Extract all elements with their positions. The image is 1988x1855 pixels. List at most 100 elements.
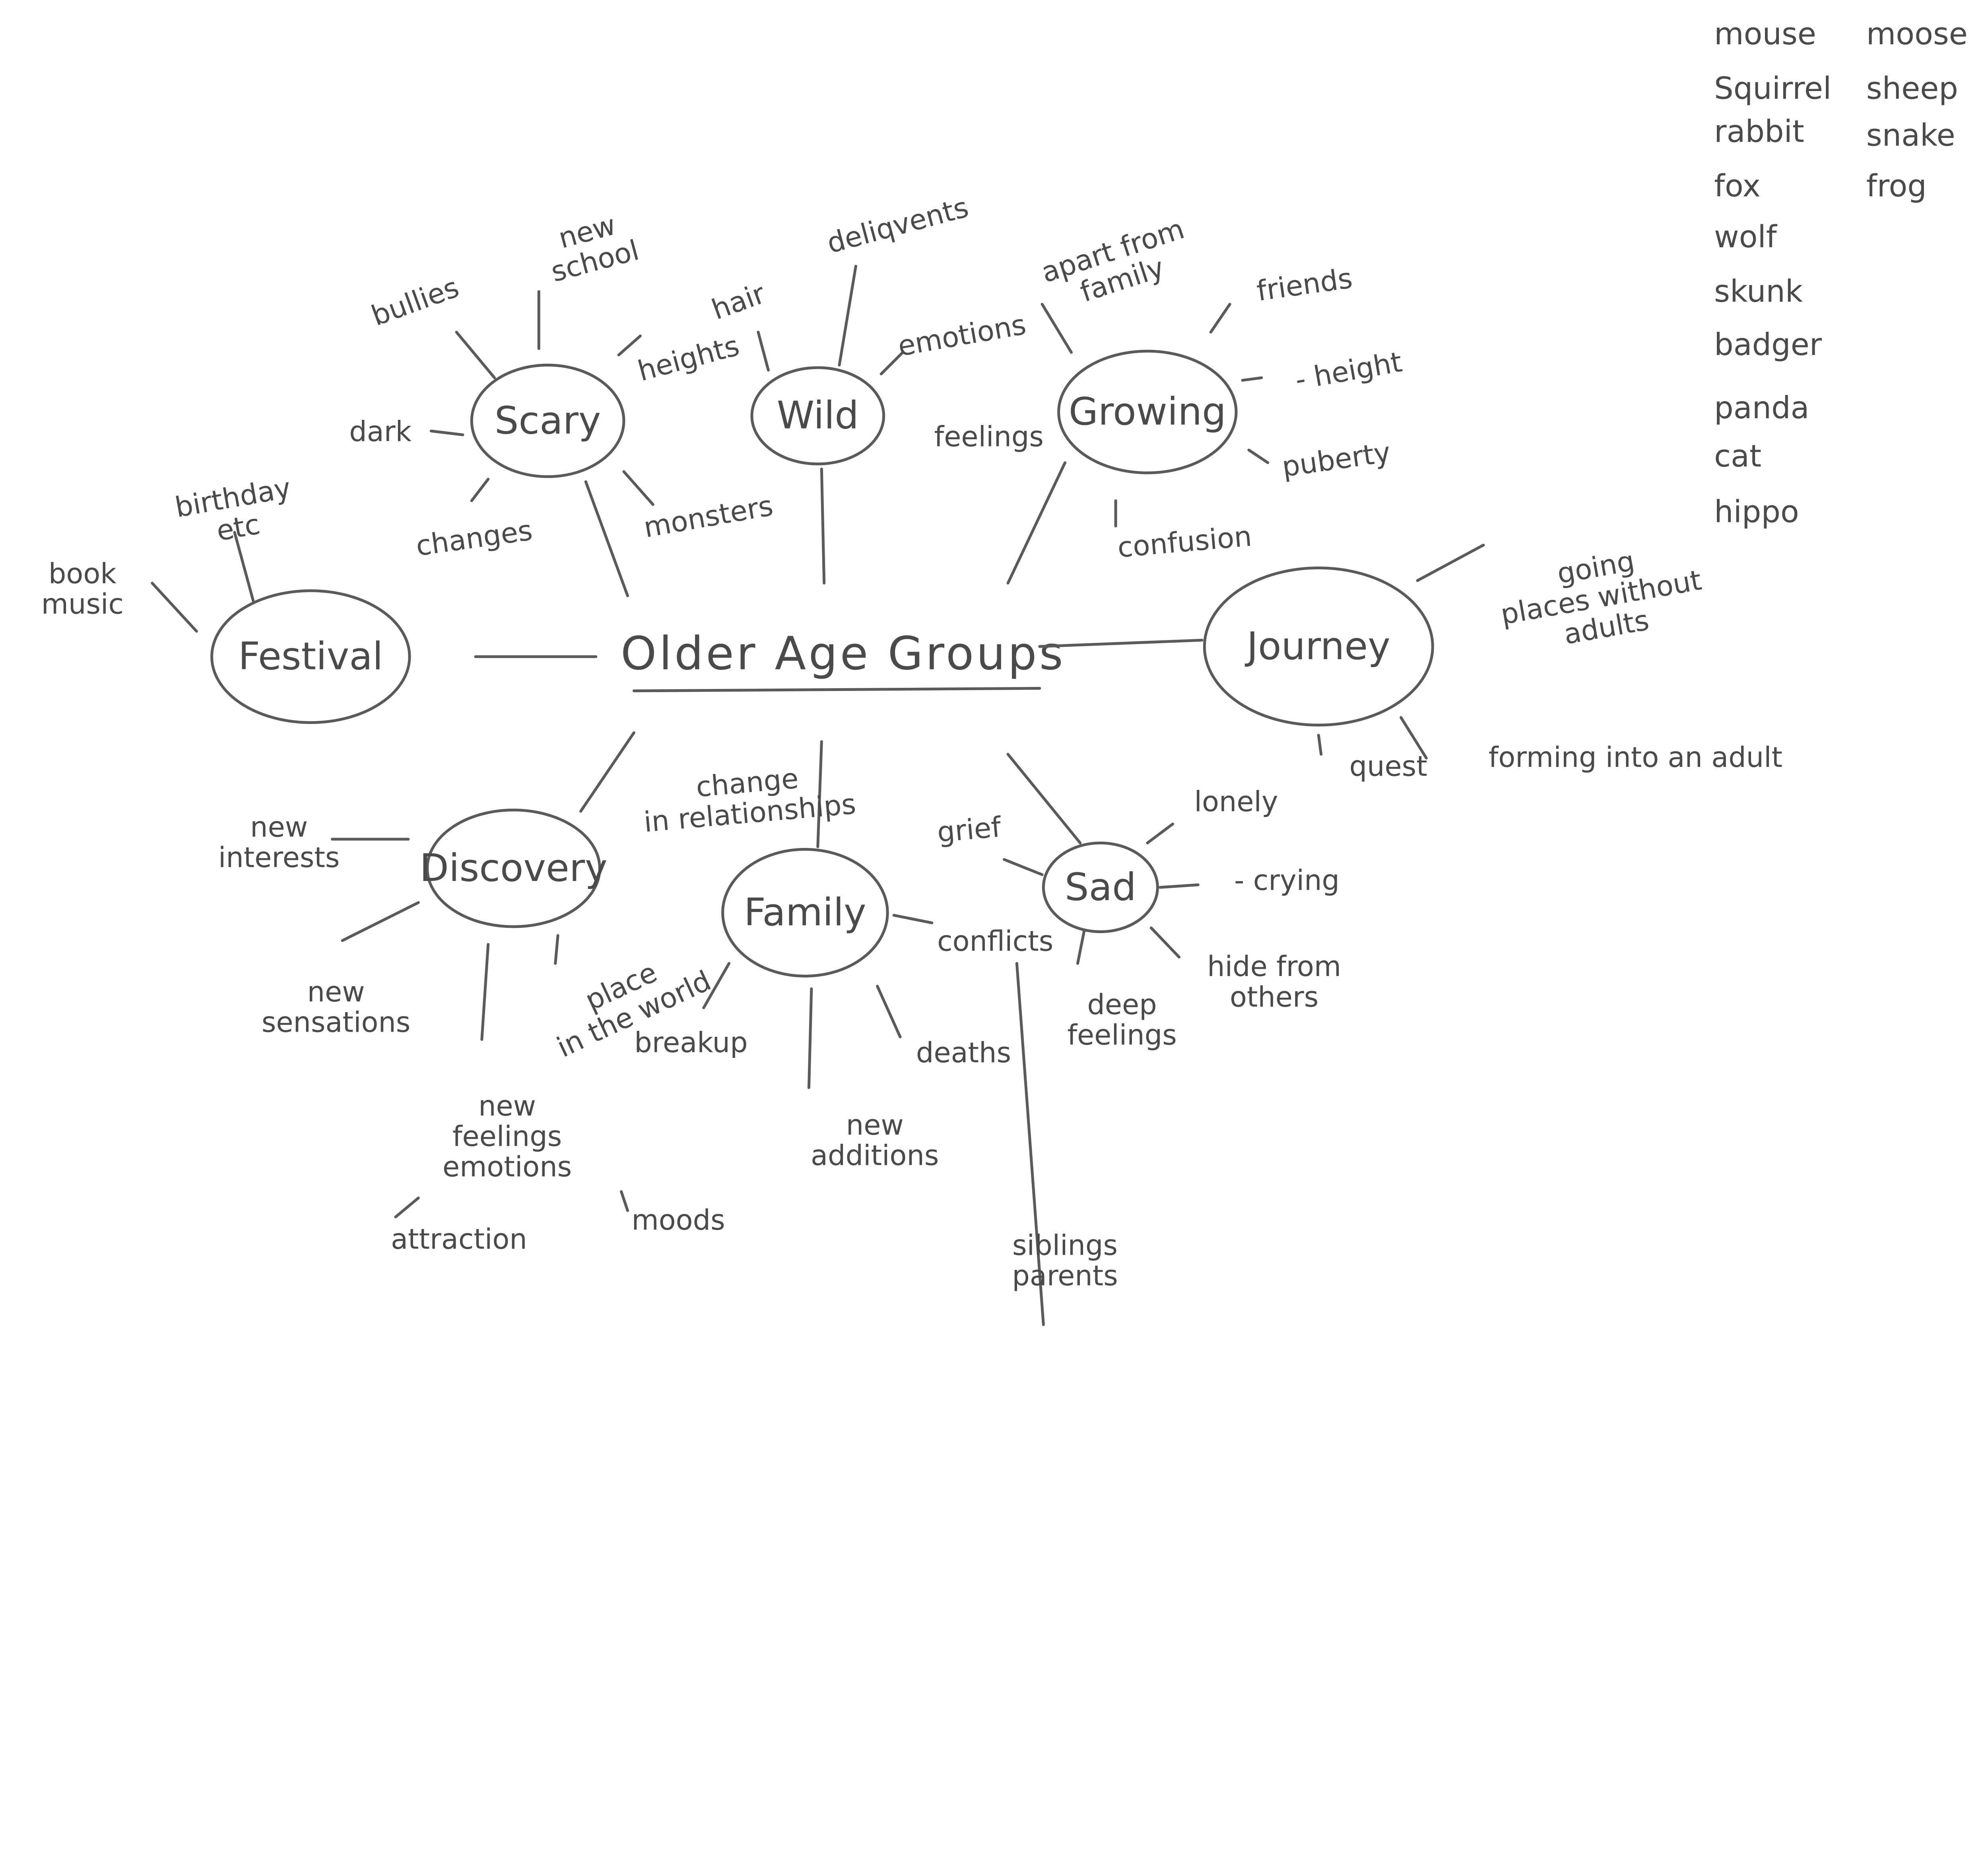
subtopic-line: feelings — [934, 420, 1044, 453]
topic-label: Wild — [777, 393, 859, 438]
subtopic-label: apart fromfamily — [1037, 212, 1198, 318]
subtopic-line: new — [250, 811, 308, 843]
topic-bubble — [426, 809, 601, 928]
branch-line — [233, 531, 255, 604]
branch-line — [1003, 858, 1044, 876]
subtopic-line: interests — [218, 841, 340, 874]
subtopic-line: hide from — [1207, 950, 1341, 983]
branch-line — [341, 901, 420, 942]
subtopic-line: music — [41, 588, 124, 620]
topic-bubble — [1203, 566, 1434, 727]
subtopic-line: grief — [936, 811, 1003, 849]
topic-label: Sad — [1065, 865, 1136, 909]
subtopic-line: breakup — [634, 1026, 747, 1059]
branch-line — [622, 470, 654, 506]
subtopic-label: hair — [707, 277, 769, 326]
animal-list-item: frog — [1866, 169, 1927, 204]
branch-line — [617, 334, 642, 357]
subtopic-label: confusion — [1116, 520, 1253, 564]
animal-list-item: wolf — [1714, 219, 1778, 255]
branch-line — [1400, 716, 1428, 760]
subtopic-label: deaths — [916, 1036, 1011, 1069]
connector-line — [584, 480, 629, 598]
topic-bubble — [721, 848, 889, 978]
topic-label: Family — [744, 890, 866, 935]
branch-line — [455, 330, 496, 379]
subtopic-line: feelings — [1067, 1019, 1176, 1051]
branch-line — [1149, 926, 1181, 959]
branch-line — [1247, 448, 1270, 464]
connector-line — [1006, 461, 1067, 585]
animal-list-item: skunk — [1714, 274, 1803, 309]
branch-line — [1146, 823, 1175, 844]
branch-line — [879, 351, 904, 376]
animal-list-item: mouse — [1714, 17, 1816, 52]
subtopic-line: additions — [811, 1139, 939, 1172]
subtopic-line: others — [1230, 981, 1318, 1013]
subtopic-label: quest — [1349, 750, 1427, 782]
animal-list-item: snake — [1866, 118, 1955, 153]
subtopic-label: monsters — [641, 489, 775, 544]
branch-line — [1076, 930, 1085, 965]
subtopic-label: changes — [414, 514, 534, 563]
topic-bubble — [1042, 841, 1159, 933]
branch-line — [620, 1190, 629, 1212]
branch-line — [807, 987, 813, 1089]
branch-line — [702, 962, 731, 1009]
branch-line — [394, 1196, 420, 1219]
subtopic-label: - crying — [1234, 864, 1340, 896]
subtopic-line: emotions — [895, 308, 1029, 363]
central-topic: Older Age Groups — [621, 627, 1066, 681]
subtopic-label: breakup — [634, 1026, 747, 1059]
branch-line — [876, 985, 902, 1038]
branch-line — [757, 330, 770, 372]
topic-bubble — [210, 589, 411, 724]
subtopic-line: hair — [707, 277, 769, 326]
topic-label: Growing — [1069, 389, 1226, 434]
animal-list-item: fox — [1714, 169, 1761, 204]
subtopic-label: moods — [631, 1204, 725, 1236]
subtopic-label: friends — [1255, 262, 1355, 308]
subtopic-line: new — [846, 1109, 904, 1141]
subtopic-label: - height — [1293, 345, 1404, 396]
subtopic-label: lonely — [1194, 786, 1278, 818]
topic-label: Scary — [495, 398, 601, 443]
subtopic-line: friends — [1255, 262, 1355, 308]
branch-line — [892, 914, 934, 924]
subtopic-line: emotions — [443, 1151, 572, 1183]
subtopic-line: book — [49, 557, 116, 590]
subtopic-label: emotions — [895, 308, 1029, 363]
subtopic-line: conflicts — [937, 925, 1053, 957]
subtopic-label: forming into an adult — [1489, 741, 1782, 774]
branch-line — [480, 943, 490, 1041]
subtopic-line: changes — [414, 514, 534, 563]
subtopic-line: lonely — [1194, 786, 1278, 818]
topic-bubble — [470, 363, 625, 478]
branch-line — [1209, 303, 1231, 334]
animal-list-item: panda — [1714, 390, 1809, 426]
subtopic-label: dark — [349, 415, 412, 448]
branch-line — [1015, 962, 1045, 1326]
subtopic-line: parents — [1012, 1259, 1118, 1292]
subtopic-line: - height — [1293, 345, 1404, 396]
branch-line — [470, 477, 490, 503]
subtopic-line: siblings — [1012, 1229, 1118, 1262]
topic-label: Festival — [238, 634, 383, 679]
animal-list-item: sheep — [1866, 71, 1958, 107]
branch-line — [1041, 303, 1073, 354]
subtopic-label: heights — [634, 329, 742, 388]
subtopic-line: feelings — [452, 1120, 562, 1153]
